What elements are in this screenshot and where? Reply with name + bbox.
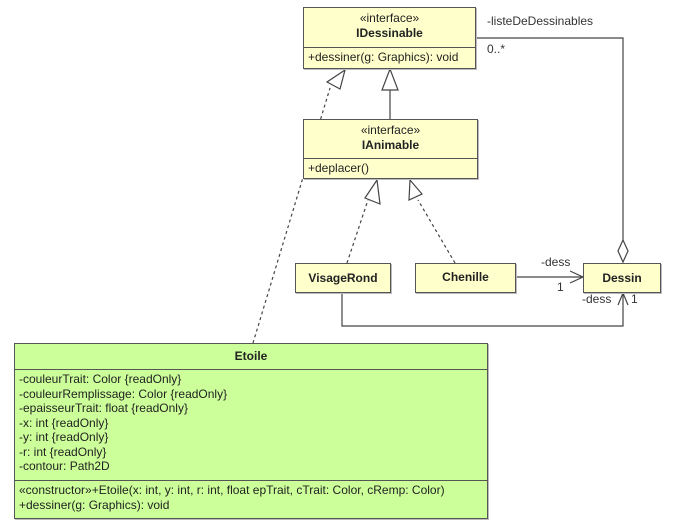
realization-triangle-chenille [408, 178, 423, 201]
stereotype: «interface» [359, 11, 420, 25]
class-name: VisageRond [308, 271, 378, 285]
class-dessin[interactable]: Dessin [583, 263, 661, 293]
method: +deplacer() [304, 158, 477, 178]
realization-line-visagerond [346, 199, 369, 264]
multiplicity-visage-dess: 1 [631, 292, 638, 306]
method: +dessiner(g: Graphics): void [19, 497, 170, 512]
stereotype: «interface» [360, 123, 421, 137]
attributes-section: -couleurTrait: Color {readOnly} -couleur… [15, 369, 487, 480]
multiplicity-liste: 0..* [487, 42, 506, 56]
attribute: -epaisseurTrait: float {readOnly} [19, 401, 188, 415]
class-name: IAnimable [361, 138, 420, 152]
association-line-visage-dessin [341, 292, 624, 327]
methods-section: «constructor»+Etoile(x: int, y: int, r: … [15, 480, 487, 514]
method: +dessiner(g: Graphics): void [304, 47, 475, 67]
realization-triangle-visagerond [364, 178, 381, 205]
aggregation-diamond [617, 238, 629, 264]
class-etoile[interactable]: Etoile -couleurTrait: Color {readOnly} -… [14, 343, 488, 519]
attribute: -y: int {readOnly} [19, 430, 109, 444]
attribute: -couleurTrait: Color {readOnly} [19, 372, 182, 386]
arrowhead-visage-dessin [617, 291, 629, 306]
class-name: Chenille [442, 270, 489, 284]
attribute: -x: int {readOnly} [19, 415, 109, 430]
realization-triangle-etoile [325, 68, 346, 90]
role-liste: -listeDeDessinables [487, 14, 594, 28]
multiplicity-chenille-dess: 1 [557, 280, 564, 294]
class-ianimable[interactable]: «interface»IAnimable +deplacer() [303, 119, 478, 179]
class-idessinable[interactable]: «interface»IDessinable +dessiner(g: Grap… [303, 7, 476, 69]
class-name: Etoile [234, 349, 268, 363]
realization-line-etoile [252, 87, 331, 344]
aggregation-line-liste [475, 37, 624, 240]
class-name: IDessinable [356, 26, 423, 40]
method: «constructor»+Etoile(x: int, y: int, r: … [19, 483, 445, 497]
attribute: -contour: Path2D [19, 459, 110, 473]
attribute: -couleurRemplissage: Color {readOnly} [19, 386, 228, 401]
role-chenille-dess: -dess [541, 255, 571, 269]
role-visage-dess: -dess [582, 292, 612, 306]
realization-line-chenille [417, 199, 456, 264]
class-visagerond[interactable]: VisageRond [295, 263, 391, 293]
class-name: Dessin [602, 271, 642, 285]
attribute: -r: int {readOnly} [19, 444, 107, 459]
generalization-triangle [381, 67, 399, 91]
class-chenille[interactable]: Chenille [415, 263, 516, 293]
